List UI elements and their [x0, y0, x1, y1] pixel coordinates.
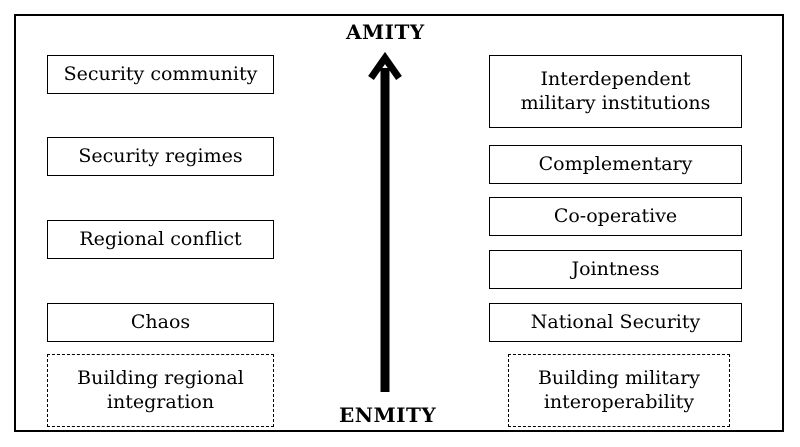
- left-box-security-community: Security community: [47, 55, 274, 94]
- diagram-frame: [14, 14, 784, 432]
- right-box-jointness: Jointness: [489, 250, 742, 289]
- axis-bottom-label: ENMITY: [339, 403, 437, 427]
- amity-enmity-arrow: [368, 51, 402, 392]
- axis-top-label: AMITY: [346, 20, 425, 44]
- right-box-complementary: Complementary: [489, 145, 742, 184]
- left-box-security-regimes: Security regimes: [47, 137, 274, 176]
- left-box-regional-conflict: Regional conflict: [47, 220, 274, 259]
- arrowhead-icon: [368, 51, 402, 81]
- left-box-chaos: Chaos: [47, 303, 274, 342]
- right-box-co-operative: Co-operative: [489, 197, 742, 236]
- left-box-building-regional-integration: Building regional integration: [47, 354, 274, 427]
- right-box-building-military-interoperability: Building military interoperability: [508, 354, 730, 427]
- right-box-interdependent-military-institutions: Interdependent military institutions: [489, 55, 742, 128]
- right-box-national-security: National Security: [489, 303, 742, 342]
